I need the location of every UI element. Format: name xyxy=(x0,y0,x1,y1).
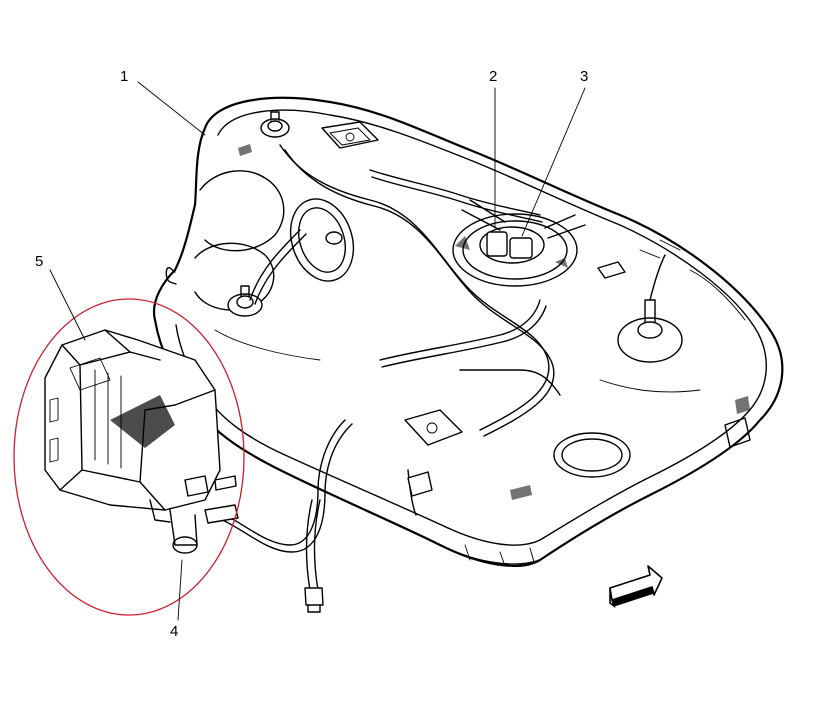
tank-opening xyxy=(289,198,355,282)
callout-4: 4 xyxy=(170,623,178,640)
front-direction-arrow-icon xyxy=(609,565,663,609)
callout-3: 3 xyxy=(580,68,588,85)
vent-port-left xyxy=(227,285,263,317)
callout-1: 1 xyxy=(120,68,128,85)
leader-3 xyxy=(521,87,586,237)
leader-lines xyxy=(49,81,586,621)
leader-1 xyxy=(137,81,206,136)
evap-canister xyxy=(44,329,239,554)
highlight-circle xyxy=(13,298,245,616)
purge-hose xyxy=(214,419,433,613)
vent-port-top xyxy=(260,111,290,138)
fuel-tank xyxy=(152,96,784,567)
callout-2: 2 xyxy=(489,68,497,85)
leader-4 xyxy=(177,559,183,621)
vent-port-right xyxy=(617,254,683,363)
fuel-pump-module xyxy=(452,199,586,287)
callout-5: 5 xyxy=(35,253,43,270)
leader-5 xyxy=(49,269,86,341)
